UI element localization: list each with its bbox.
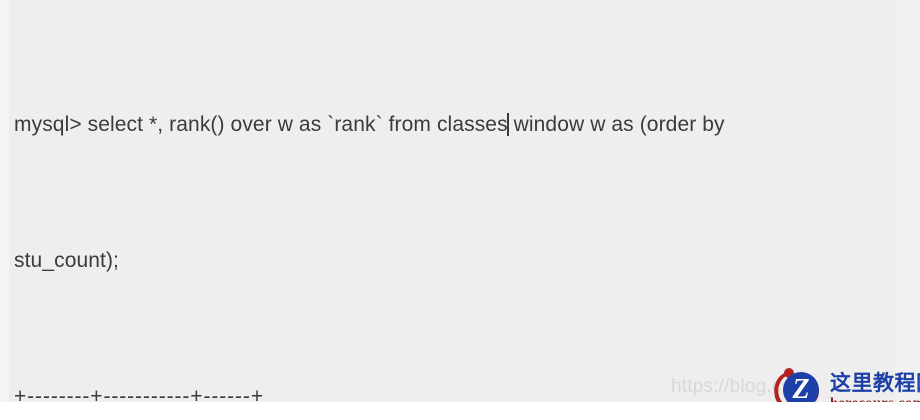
text-cursor-caret [506,113,509,136]
query-statement-tail: window w as (order by [507,113,725,136]
console-output-text[interactable]: mysql> select *, rank() over w as `rank`… [14,6,904,420]
logo-letter-z: Z [792,374,810,405]
query-line-wrapped: mysql> select *, rank() over w as `rank`… [14,108,904,142]
left-gutter [0,0,9,402]
bottom-white-strip [0,402,920,420]
query-statement-head: mysql> select *, rank() over w as `rank`… [14,113,508,136]
blog-url-watermark: https://blog.csd [671,376,802,397]
logo-site-name-cn: 这里教程网 [830,370,920,395]
query-line-2: stu_count); [14,249,119,272]
right-gutter [896,0,920,402]
